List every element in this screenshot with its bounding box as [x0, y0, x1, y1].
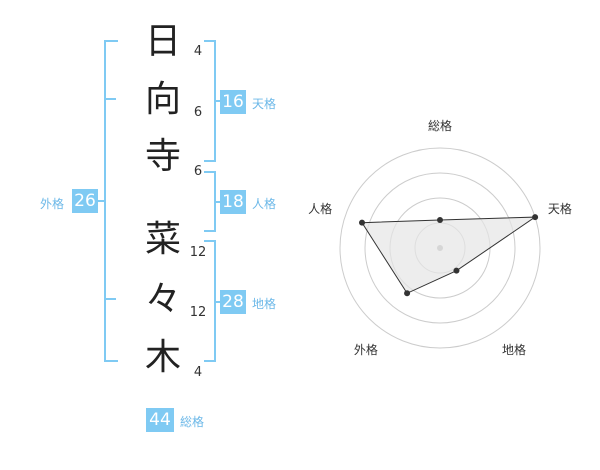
- jinkaku-bracket-connector: [214, 201, 220, 203]
- stroke-count-1: 4: [193, 44, 203, 59]
- name-char-4: 菜: [144, 219, 181, 260]
- radar-point: [437, 217, 443, 223]
- soukaku-label: 総格: [180, 415, 205, 429]
- radar-ring: [339, 147, 541, 349]
- radar-point: [453, 267, 460, 274]
- tenkaku-value: 16: [220, 90, 246, 114]
- radar-series-polygon: [361, 216, 537, 294]
- stroke-count-4: 12: [189, 245, 207, 260]
- chikaku-bracket-connector: [214, 301, 220, 303]
- gaikaku-bracket-tick: [104, 298, 116, 300]
- name-char-3: 寺: [144, 136, 181, 177]
- stroke-count-5: 12: [189, 305, 207, 320]
- stroke-count-6: 4: [193, 365, 203, 380]
- radar-point: [404, 290, 411, 297]
- name-char-6: 木: [144, 337, 181, 378]
- radar-center-dot: [437, 245, 443, 251]
- chikaku-label: 地格: [252, 297, 277, 311]
- radar-axis-label: 地格: [502, 342, 527, 357]
- radar-point: [532, 214, 539, 221]
- name-char-1: 日: [144, 21, 181, 62]
- name-char-5: 々: [144, 279, 181, 320]
- tenkaku-label: 天格: [252, 97, 277, 111]
- tenkaku-bracket-connector: [214, 100, 220, 102]
- radar-axis-label: 天格: [547, 202, 572, 217]
- stroke-count-3: 6: [193, 164, 203, 179]
- gaikaku-bracket-connector: [96, 200, 104, 202]
- stroke-count-2: 6: [193, 105, 203, 120]
- jinkaku-label: 人格: [252, 197, 277, 211]
- radar-axis-label: 人格: [308, 202, 333, 217]
- radar-ring: [364, 172, 516, 324]
- name-char-2: 向: [144, 79, 181, 120]
- radar-point: [359, 219, 366, 226]
- gaikaku-bracket: [104, 40, 118, 362]
- gaikaku-label: 外格: [40, 197, 65, 211]
- jinkaku-value: 18: [220, 190, 246, 214]
- gaikaku-bracket-tick: [104, 98, 116, 100]
- radar-axis-label: 総格: [427, 119, 453, 133]
- gaikaku-value: 26: [72, 189, 98, 213]
- soukaku-value: 44: [146, 408, 174, 432]
- radar-axis-label: 外格: [353, 342, 378, 357]
- chikaku-value: 28: [220, 290, 246, 314]
